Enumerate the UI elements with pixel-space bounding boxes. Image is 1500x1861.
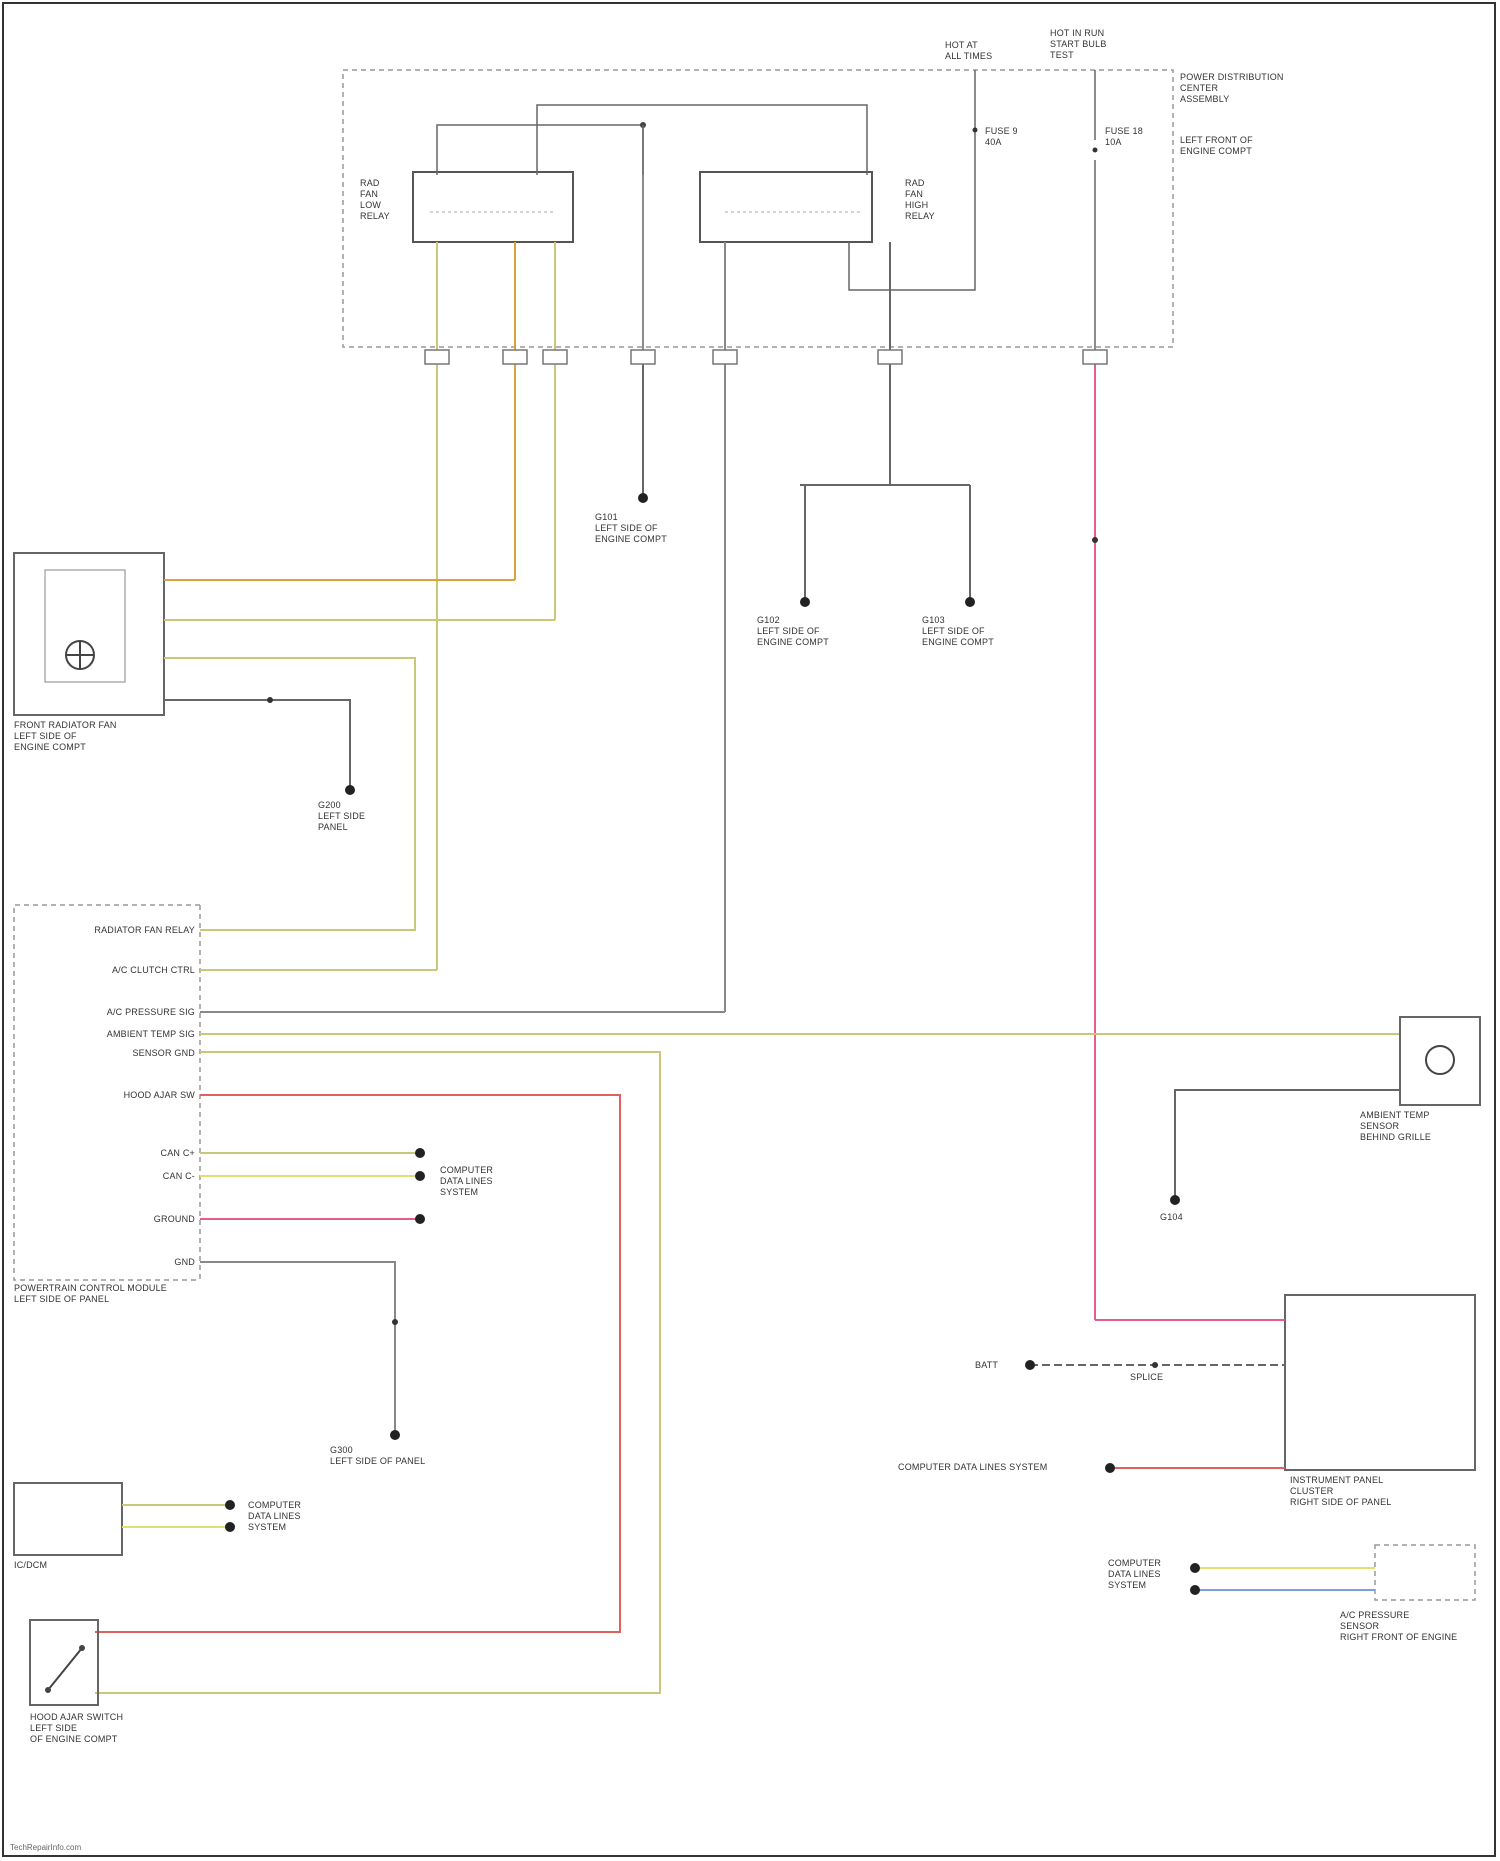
label-fan-motor: FRONT RADIATOR FAN LEFT SIDE OF ENGINE C… [14, 720, 117, 753]
relay-left-box [413, 172, 573, 242]
wire-olive-motor-2 [164, 658, 415, 930]
label-ground-d: G200 LEFT SIDE PANEL [318, 800, 365, 833]
label-computer-c: COMPUTER DATA LINES SYSTEM [898, 1462, 1047, 1473]
hood-switch-box [30, 1620, 98, 1705]
cluster-box [14, 1483, 122, 1555]
pin-label-0: RADIATOR FAN RELAY [20, 925, 195, 936]
internal-wire-1 [437, 125, 643, 175]
label-block: IC/DCM [14, 1560, 47, 1571]
pin-label-9: GND [20, 1257, 195, 1268]
power-distribution-box [343, 70, 1173, 347]
label-fuse-a: FUSE 9 40A [985, 126, 1018, 148]
footer-credit: TechRepairInfo.com [10, 1843, 81, 1852]
label-left-front-engine: LEFT FRONT OF ENGINE COMPT [1180, 135, 1253, 157]
right-module-box [1285, 1295, 1475, 1470]
label-pressure-sensor: A/C PRESSURE SENSOR RIGHT FRONT OF ENGIN… [1340, 1610, 1457, 1643]
label-hot-at-all-times: HOT AT ALL TIMES [945, 40, 992, 62]
label-computer-d: COMPUTER DATA LINES SYSTEM [1108, 1558, 1161, 1591]
pin-label-6: CAN C+ [20, 1148, 195, 1159]
label-ambient-sensor: AMBIENT TEMP SENSOR BEHIND GRILLE [1360, 1110, 1431, 1143]
label-relay-left: RAD FAN LOW RELAY [360, 178, 390, 222]
pin-label-7: CAN C- [20, 1171, 195, 1182]
pin-label-4: SENSOR GND [20, 1048, 195, 1059]
label-pcm: POWERTRAIN CONTROL MODULE LEFT SIDE OF P… [14, 1283, 167, 1305]
pin-label-2: A/C PRESSURE SIG [20, 1007, 195, 1018]
label-power-distribution: POWER DISTRIBUTION CENTER ASSEMBLY [1180, 72, 1284, 105]
label-ground-a: G101 LEFT SIDE OF ENGINE COMPT [595, 512, 667, 545]
label-hot-in-run: HOT IN RUN START BULB TEST [1050, 28, 1107, 61]
label-left-ref: BATT [975, 1360, 998, 1371]
pressure-sensor-box [1375, 1545, 1475, 1600]
label-computer-b: COMPUTER DATA LINES SYSTEM [248, 1500, 301, 1533]
pin-label-8: GROUND [20, 1214, 195, 1225]
label-sw-ref: SPLICE [1130, 1372, 1163, 1383]
pin-label-5: HOOD AJAR SW [20, 1090, 195, 1101]
label-ground-b: G102 LEFT SIDE OF ENGINE COMPT [757, 615, 829, 648]
pin-label-3: AMBIENT TEMP SIG [20, 1029, 195, 1040]
label-ground-f: G104 [1160, 1212, 1183, 1223]
pin-label-1: A/C CLUTCH CTRL [20, 965, 195, 976]
label-relay-right: RAD FAN HIGH RELAY [905, 178, 935, 222]
wire-grey-motor-ground [164, 700, 350, 790]
ambient-sensor-box [1400, 1017, 1480, 1105]
label-cluster: INSTRUMENT PANEL CLUSTER RIGHT SIDE OF P… [1290, 1475, 1392, 1508]
relay-right-box [700, 172, 872, 242]
label-computer-a: COMPUTER DATA LINES SYSTEM [440, 1165, 493, 1198]
label-ground-e: G300 LEFT SIDE OF PANEL [330, 1445, 425, 1467]
fan-motor-box [14, 553, 164, 715]
label-ground-c: G103 LEFT SIDE OF ENGINE COMPT [922, 615, 994, 648]
internal-wire-2 [537, 105, 867, 175]
label-fuse-b: FUSE 18 10A [1105, 126, 1143, 148]
label-hood-switch: HOOD AJAR SWITCH LEFT SIDE OF ENGINE COM… [30, 1712, 123, 1745]
